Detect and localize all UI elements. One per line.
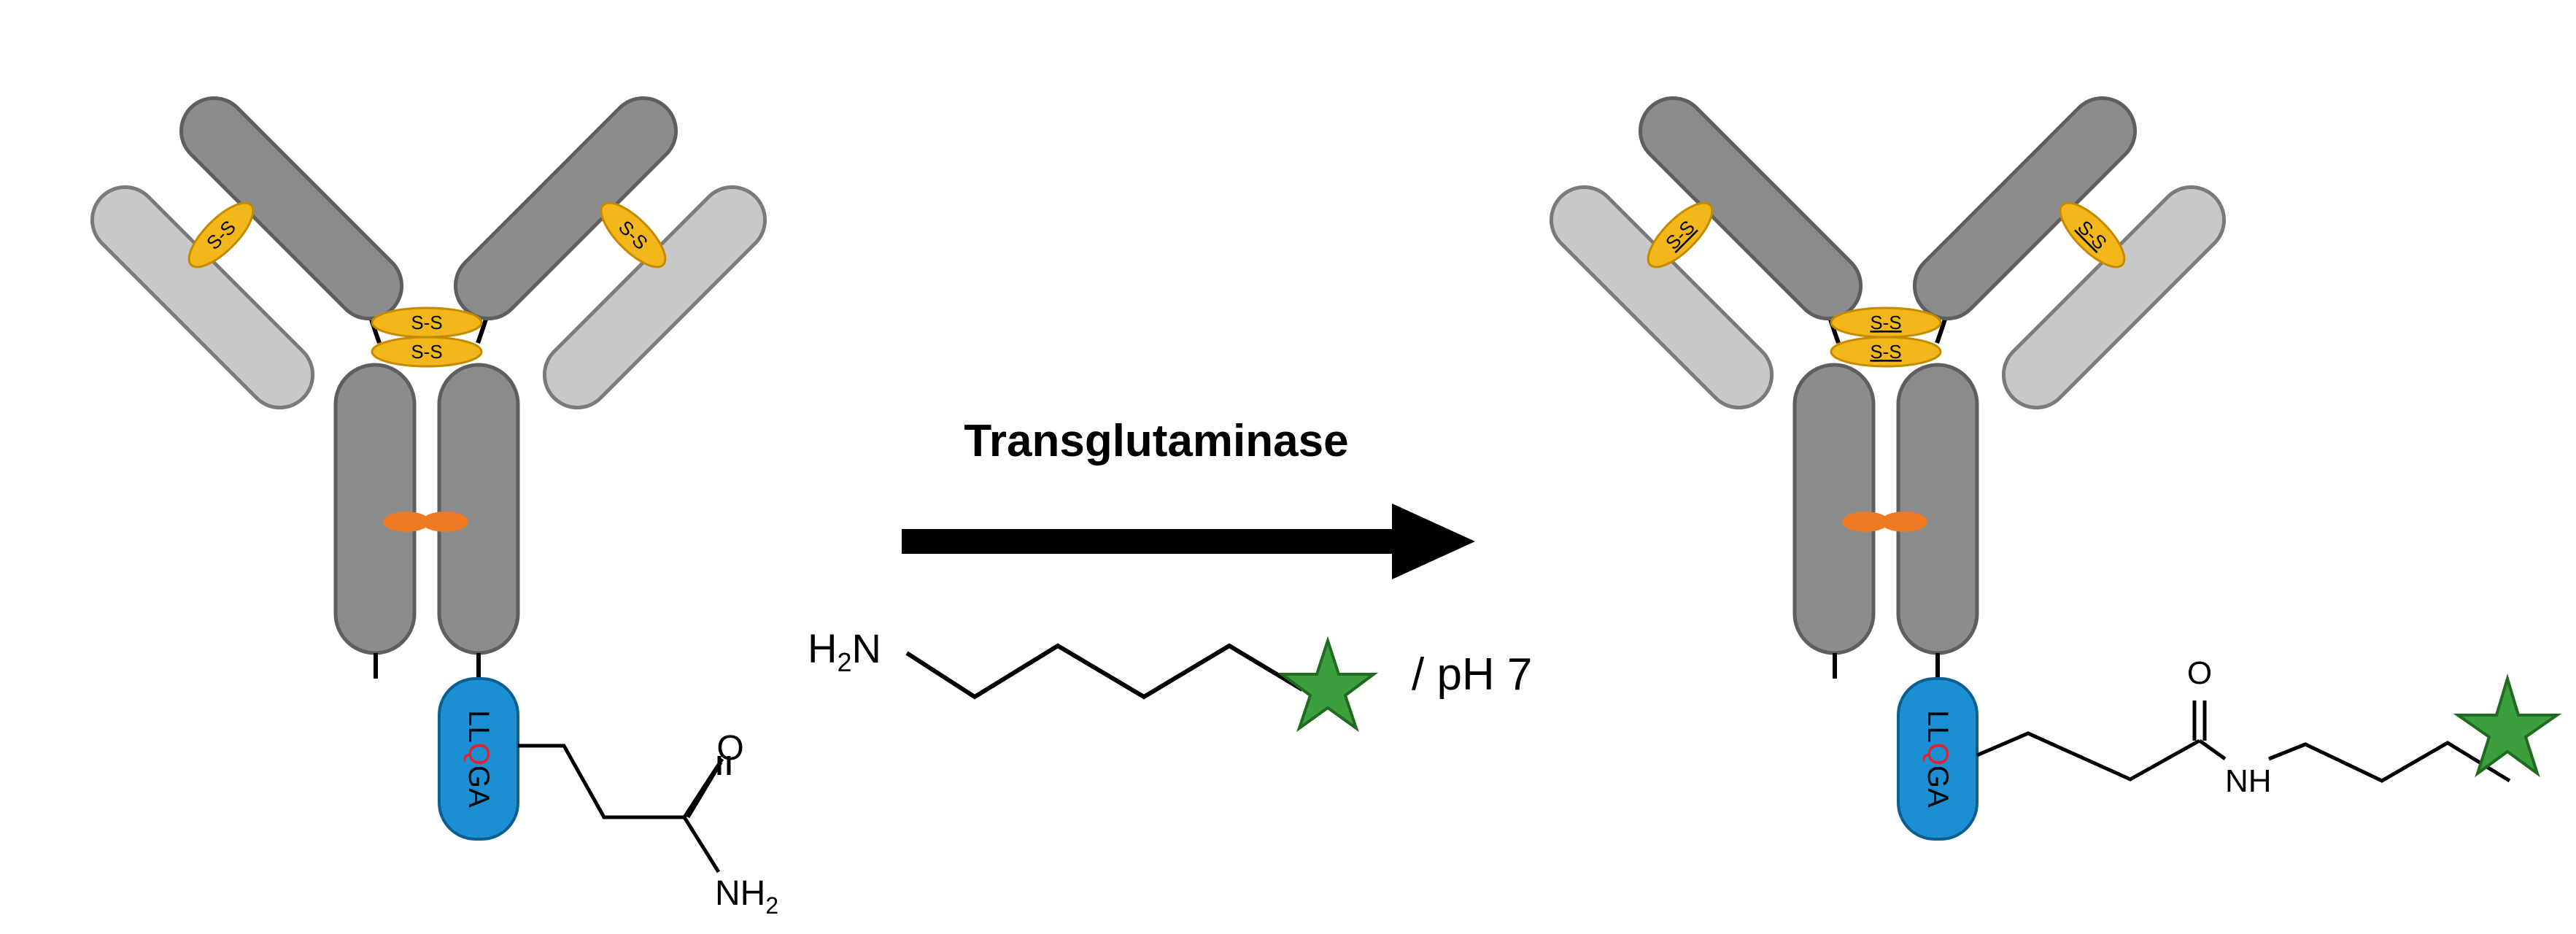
light-chain: [1549, 185, 1774, 410]
tag-sequence: LLQGA: [463, 710, 495, 808]
conjugate-alkyl-chain: [2268, 741, 2511, 783]
product-nh-label: NH: [2225, 763, 2272, 799]
fc-knob: [422, 512, 468, 532]
disulfide-label: S-S: [411, 312, 442, 333]
glutamine-side-chain: [518, 744, 724, 819]
disulfide-label: S-S: [1870, 341, 1901, 363]
light-chain: [542, 185, 767, 410]
fc-knob: [1842, 512, 1889, 532]
amide-bond: [682, 816, 721, 873]
carbonyl-oxygen-label: O: [716, 729, 743, 768]
enzyme-label: Transglutaminase: [964, 416, 1348, 466]
disulfide-label: S-S: [411, 341, 442, 363]
llqga-tag: [438, 677, 519, 841]
llqga-tag: [1897, 677, 1979, 841]
disulfide-label: S-S: [1870, 312, 1901, 333]
light-chain: [2001, 185, 2227, 410]
tag-sequence: LLQGA: [1922, 710, 1954, 808]
heavy-chain-fab: [453, 96, 678, 321]
amine-linker-chain: [905, 643, 1304, 700]
light-chain: [90, 185, 315, 410]
conjugate-linker-chain: [1976, 731, 2201, 781]
reaction-arrow-head: [1392, 503, 1475, 579]
heavy-chain-fab: [1912, 96, 2138, 321]
payload-star: [1277, 636, 1379, 733]
disulfide-bond: [600, 201, 667, 269]
fc-knob: [383, 512, 430, 532]
amide-nh2-label: NH2: [715, 874, 778, 919]
isopeptide-bond: [2198, 738, 2227, 761]
disulfide-bond: [2059, 201, 2126, 269]
heavy-chain-fc: [437, 363, 520, 655]
heavy-chain-fc: [333, 363, 417, 655]
amine-h2n-label: H2N: [808, 625, 881, 677]
product-carbonyl-oxygen-label: O: [2187, 655, 2212, 691]
disulfide-bond: [187, 201, 255, 269]
heavy-chain-fab: [1638, 96, 1863, 321]
fc-knob: [1881, 512, 1927, 532]
antibody-left: S-S S-S S-S S-S LLQGA O NH2: [90, 96, 778, 919]
carbonyl-bond: [686, 761, 723, 819]
hinge-disulfide: [371, 336, 483, 368]
heavy-chain-fc: [1792, 363, 1876, 655]
payload-star: [2453, 674, 2562, 778]
heavy-chain-fc: [1896, 363, 1979, 655]
condition-label: / pH 7: [1412, 649, 1532, 700]
disulfide-bond: [1647, 201, 1714, 269]
hinge-disulfide: [1830, 336, 1942, 368]
reaction-center: Transglutaminase H2N / pH 7: [808, 416, 1532, 733]
antibody-right: S-S S-S S-S S-S LLQGA O NH: [1549, 96, 2562, 841]
reaction-arrow-shaft: [902, 529, 1398, 554]
